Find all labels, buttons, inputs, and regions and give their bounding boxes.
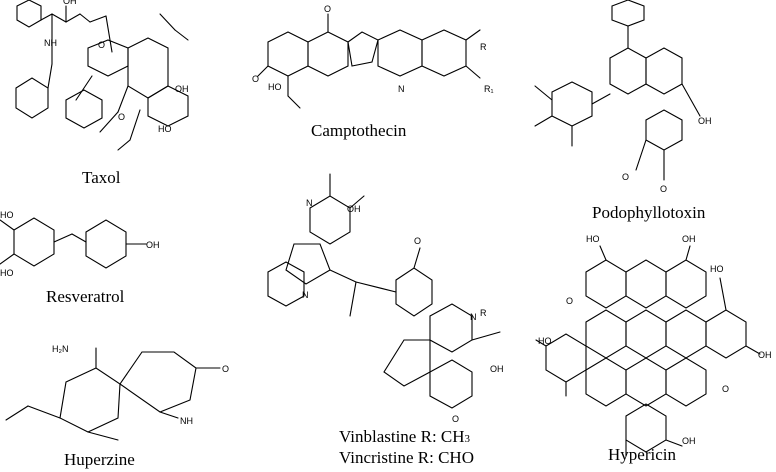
- hyp-oh1-label: HO: [586, 234, 600, 244]
- vinca-line1-text: Vinblastine R: CH: [339, 427, 465, 446]
- hyp-oh4-label: HO: [538, 336, 552, 346]
- podophyllotoxin-caption: Podophyllotoxin: [592, 203, 706, 222]
- huperzine-structure: H₂N O NH: [5, 344, 229, 441]
- hyp-oh2-label: OH: [682, 234, 696, 244]
- hup-nh-label: NH: [180, 416, 193, 426]
- vinca-o-label: O: [414, 236, 421, 246]
- vinca-r-label: R: [480, 308, 487, 318]
- taxol-o-label: O: [98, 40, 105, 50]
- taxol-oh2-label: OH: [175, 84, 189, 94]
- hyp-oh5-label: OH: [758, 350, 772, 360]
- resveratrol-caption: Resveratrol: [46, 287, 125, 306]
- campto-o-label: O: [324, 4, 331, 14]
- vinca-line1-sub: 3: [465, 433, 471, 445]
- hyp-oh3-label: HO: [710, 264, 724, 274]
- campto-oh-label: HO: [268, 82, 282, 92]
- vinca-o2-label: O: [452, 414, 459, 424]
- podo-o-label: O: [622, 172, 629, 182]
- camptothecin-structure: O O HO N R R₁: [252, 4, 494, 109]
- hyp-o1-label: O: [566, 296, 573, 306]
- taxol-o2-label: O: [118, 112, 125, 122]
- resv-oh3-label: OH: [146, 240, 160, 250]
- vinca-caption-line1: Vinblastine R: CH3: [339, 427, 471, 446]
- hypericin-caption: Hypericin: [608, 445, 676, 464]
- vinca-n2-label: N: [302, 290, 309, 300]
- vinca-n-label: N: [306, 198, 313, 208]
- vinca-alkaloid-structure: OH N N N R O OH O: [267, 173, 504, 424]
- camptothecin-caption: Camptothecin: [311, 121, 407, 140]
- podophyllotoxin-structure: OH O O: [534, 0, 712, 194]
- vinca-oh-label: OH: [347, 204, 361, 214]
- podo-oh-label: OH: [698, 116, 712, 126]
- vinca-n3-label: N: [470, 312, 477, 322]
- taxol-oh3-label: HO: [158, 124, 172, 134]
- podo-o2-label: O: [660, 184, 667, 194]
- taxol-oh-label: OH: [63, 0, 77, 6]
- campto-n-label: N: [398, 84, 405, 94]
- hup-o-label: O: [222, 364, 229, 374]
- hypericin-structure: HO OH HO O HO OH O OH: [535, 234, 772, 457]
- vinca-oh2-label: OH: [490, 364, 504, 374]
- resv-oh2-label: HO: [0, 268, 14, 278]
- huperzine-caption: Huperzine: [64, 450, 135, 469]
- resveratrol-structure: HO HO OH: [0, 210, 160, 278]
- hup-h2n-label: H₂N: [52, 344, 69, 354]
- hyp-oh6-label: OH: [682, 436, 696, 446]
- hyp-o2-label: O: [722, 384, 729, 394]
- vinca-caption-line2: Vincristine R: CHO: [339, 448, 474, 467]
- taxol-caption: Taxol: [82, 168, 121, 187]
- taxol-structure: OH NH O OH HO O: [15, 0, 189, 151]
- campto-r1-label: R₁: [484, 84, 494, 94]
- campto-o2-label: O: [252, 74, 259, 84]
- taxol-nh-label: NH: [44, 38, 57, 48]
- resv-oh1-label: HO: [0, 210, 14, 220]
- campto-r-label: R: [480, 42, 487, 52]
